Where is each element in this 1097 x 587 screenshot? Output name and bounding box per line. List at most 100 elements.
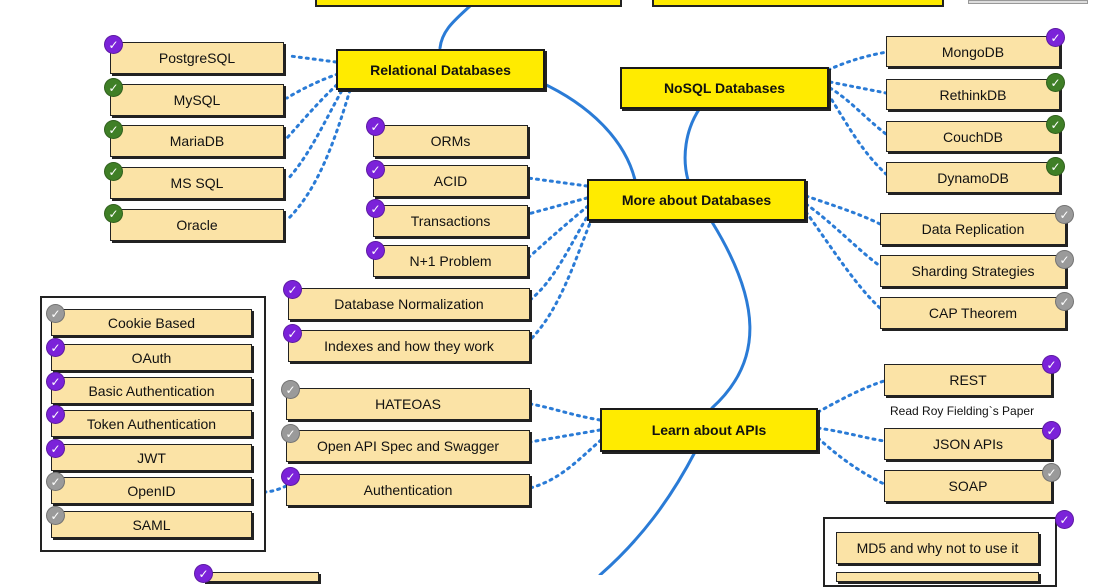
item-openid[interactable]: OpenID <box>51 477 252 504</box>
item-json-apis[interactable]: JSON APIs <box>884 428 1052 460</box>
done-check-icon: ✓ <box>1042 421 1061 440</box>
item-data-replication[interactable]: Data Replication <box>880 213 1066 245</box>
item-token-authentication[interactable]: Token Authentication <box>51 410 252 437</box>
done-check-icon: ✓ <box>366 241 385 260</box>
item-soap[interactable]: SOAP <box>884 470 1052 502</box>
optional-check-icon: ✓ <box>281 380 300 399</box>
link-cap <box>804 210 882 310</box>
item-sharding-strategies[interactable]: Sharding Strategies <box>880 255 1066 287</box>
done-check-icon: ✓ <box>46 338 65 357</box>
topic-nosql-databases[interactable]: NoSQL Databases <box>620 67 829 109</box>
recommended-check-icon: ✓ <box>104 204 123 223</box>
item-transactions[interactable]: Transactions <box>373 205 528 237</box>
spine-apis-down <box>598 450 697 575</box>
optional-check-icon: ✓ <box>1055 205 1074 224</box>
link-sharding <box>804 202 882 268</box>
done-check-icon: ✓ <box>281 467 300 486</box>
top-topic-right <box>652 0 944 7</box>
recommended-check-icon: ✓ <box>1046 157 1065 176</box>
done-check-icon: ✓ <box>1042 355 1061 374</box>
done-check-icon: ✓ <box>46 405 65 424</box>
link-soap <box>816 436 886 486</box>
link-rest <box>816 379 886 414</box>
topic-relational-databases[interactable]: Relational Databases <box>336 49 545 90</box>
link-hateoas <box>528 402 602 422</box>
link-acid <box>526 176 589 188</box>
item-acid[interactable]: ACID <box>373 165 528 197</box>
link-mariadb <box>285 78 344 140</box>
done-check-icon: ✓ <box>46 439 65 458</box>
item-basic-authentication[interactable]: Basic Authentication <box>51 377 252 404</box>
done-check-icon: ✓ <box>366 199 385 218</box>
item-oracle[interactable]: Oracle <box>110 209 284 241</box>
recommended-check-icon: ✓ <box>104 78 123 97</box>
item-rest[interactable]: REST <box>884 364 1052 396</box>
item-mssql[interactable]: MS SQL <box>110 167 284 199</box>
recommended-check-icon: ✓ <box>1046 115 1065 134</box>
item-orms[interactable]: ORMs <box>373 125 528 157</box>
item-saml[interactable]: SAML <box>51 511 252 538</box>
recommended-check-icon: ✓ <box>104 120 123 139</box>
link-dynamodb <box>826 92 888 176</box>
link-n1 <box>526 204 590 260</box>
done-check-icon: ✓ <box>1055 510 1074 529</box>
link-mysql <box>285 72 340 100</box>
optional-check-icon: ✓ <box>46 506 65 525</box>
item-oauth[interactable]: OAuth <box>51 344 252 371</box>
done-check-icon: ✓ <box>366 160 385 179</box>
spine-top <box>438 4 472 50</box>
item-postgresql[interactable]: PostgreSQL <box>110 42 284 74</box>
optional-check-icon: ✓ <box>1042 463 1061 482</box>
item-n-plus-1-problem[interactable]: N+1 Problem <box>373 245 528 277</box>
link-authentication <box>528 438 603 490</box>
item-authentication[interactable]: Authentication <box>286 474 530 506</box>
done-check-icon: ✓ <box>283 324 302 343</box>
item-mariadb[interactable]: MariaDB <box>110 125 284 157</box>
spine-nosql-to-moredb <box>683 106 702 182</box>
optional-check-icon: ✓ <box>1055 292 1074 311</box>
item-database-normalization[interactable]: Database Normalization <box>288 288 530 320</box>
topic-learn-about-apis[interactable]: Learn about APIs <box>600 408 818 452</box>
optional-check-icon: ✓ <box>46 472 65 491</box>
connection-lines <box>262 4 889 575</box>
item-jwt[interactable]: JWT <box>51 444 252 471</box>
item-cookie-based[interactable]: Cookie Based <box>51 309 252 336</box>
recommended-check-icon: ✓ <box>104 162 123 181</box>
link-openapi <box>528 428 602 444</box>
done-check-icon: ✓ <box>366 117 385 136</box>
link-normalization <box>528 210 592 302</box>
item-md5[interactable]: MD5 and why not to use it <box>836 532 1039 564</box>
note-roy-fielding: Read Roy Fielding`s Paper <box>890 404 1035 418</box>
top-item-right <box>968 0 1088 4</box>
done-check-icon: ✓ <box>194 564 213 583</box>
done-check-icon: ✓ <box>1046 28 1065 47</box>
link-transactions <box>526 196 589 216</box>
item-hateoas[interactable]: HATEOAS <box>286 388 530 420</box>
link-oracle <box>285 88 352 222</box>
optional-check-icon: ✓ <box>46 304 65 323</box>
link-postgresql <box>288 54 338 64</box>
item-dynamodb[interactable]: DynamoDB <box>886 162 1060 193</box>
topic-more-about-databases[interactable]: More about Databases <box>587 179 806 221</box>
optional-check-icon: ✓ <box>281 424 300 443</box>
link-mssql <box>285 83 347 182</box>
item-open-api-swagger[interactable]: Open API Spec and Swagger <box>286 430 530 462</box>
link-auth-group <box>262 484 288 494</box>
optional-check-icon: ✓ <box>1055 250 1074 269</box>
item-next-partial <box>836 572 1039 582</box>
top-topic-left <box>315 0 622 7</box>
item-mysql[interactable]: MySQL <box>110 84 284 116</box>
item-cap-theorem[interactable]: CAP Theorem <box>880 297 1066 329</box>
link-rethinkdb <box>828 80 888 95</box>
done-check-icon: ✓ <box>46 372 65 391</box>
item-bottom-partial <box>203 572 319 582</box>
done-check-icon: ✓ <box>104 35 123 54</box>
done-check-icon: ✓ <box>283 280 302 299</box>
item-couchdb[interactable]: CouchDB <box>886 121 1060 152</box>
item-indexes[interactable]: Indexes and how they work <box>288 330 530 362</box>
link-json <box>816 426 886 443</box>
item-mongodb[interactable]: MongoDB <box>886 36 1060 67</box>
link-replication <box>804 194 882 226</box>
item-rethinkdb[interactable]: RethinkDB <box>886 79 1060 110</box>
spine-moredb-to-apis <box>710 220 752 410</box>
